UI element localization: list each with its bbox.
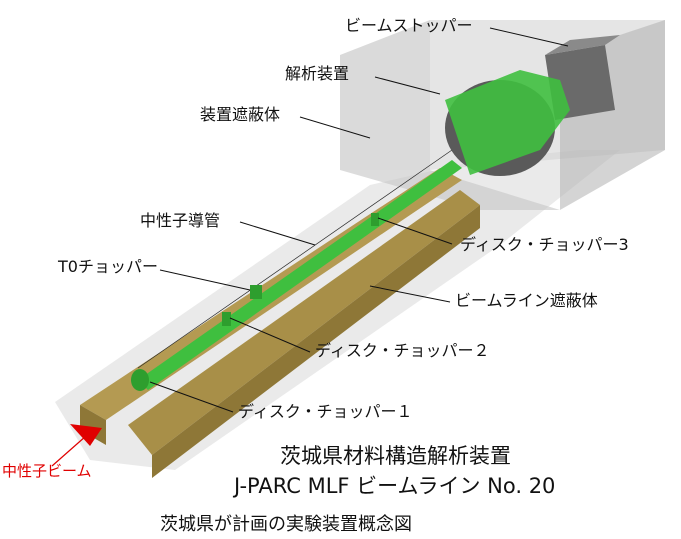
guide-upper-edge (137, 149, 453, 369)
label-beam-stopper: ビームストッパー (345, 16, 473, 35)
label-beamline-shield: ビームライン遮蔽体 (455, 291, 598, 310)
leader-lines (149, 27, 569, 413)
beamline-shield-right (128, 190, 480, 455)
shield-house-front-floor (340, 170, 560, 210)
beamline-shield-left-face (80, 405, 106, 445)
label-disk-chopper-3: ディスク・チョッパー3 (460, 235, 629, 254)
label-t0-chopper: T0チョッパー (58, 257, 158, 276)
t0-chopper-shape (250, 285, 262, 299)
label-disk-chopper-1: ディスク・チョッパー１ (238, 402, 413, 421)
beam-arrow-stem (51, 435, 87, 467)
beam-stopper-top (545, 35, 620, 55)
label-shield: 装置遮蔽体 (200, 105, 281, 124)
shield-house-left-wall (340, 20, 430, 170)
analyzer-detectors (445, 70, 570, 175)
label-neutron-beam: 中性子ビーム (2, 462, 92, 480)
label-disk-chopper-2: ディスク・チョッパー２ (315, 341, 490, 360)
caption-subtitle: J-PARC MLF ビームライン No. 20 (234, 474, 556, 498)
beamline-shield-right-face (152, 205, 480, 478)
caption-title: 茨城県材料構造解析装置 (280, 444, 511, 468)
beam-arrow (70, 424, 102, 446)
neutron-guide-tube (138, 160, 462, 390)
disk-chopper-2-shape (222, 312, 231, 326)
label-guide-tube: 中性子導管 (140, 211, 221, 230)
caption-footer: 茨城県が計画の実験装置概念図 (160, 514, 412, 535)
label-analyzer: 解析装置 (285, 64, 350, 83)
disk-chopper-3-shape (371, 213, 379, 226)
disk-chopper-1-shape (131, 369, 149, 391)
